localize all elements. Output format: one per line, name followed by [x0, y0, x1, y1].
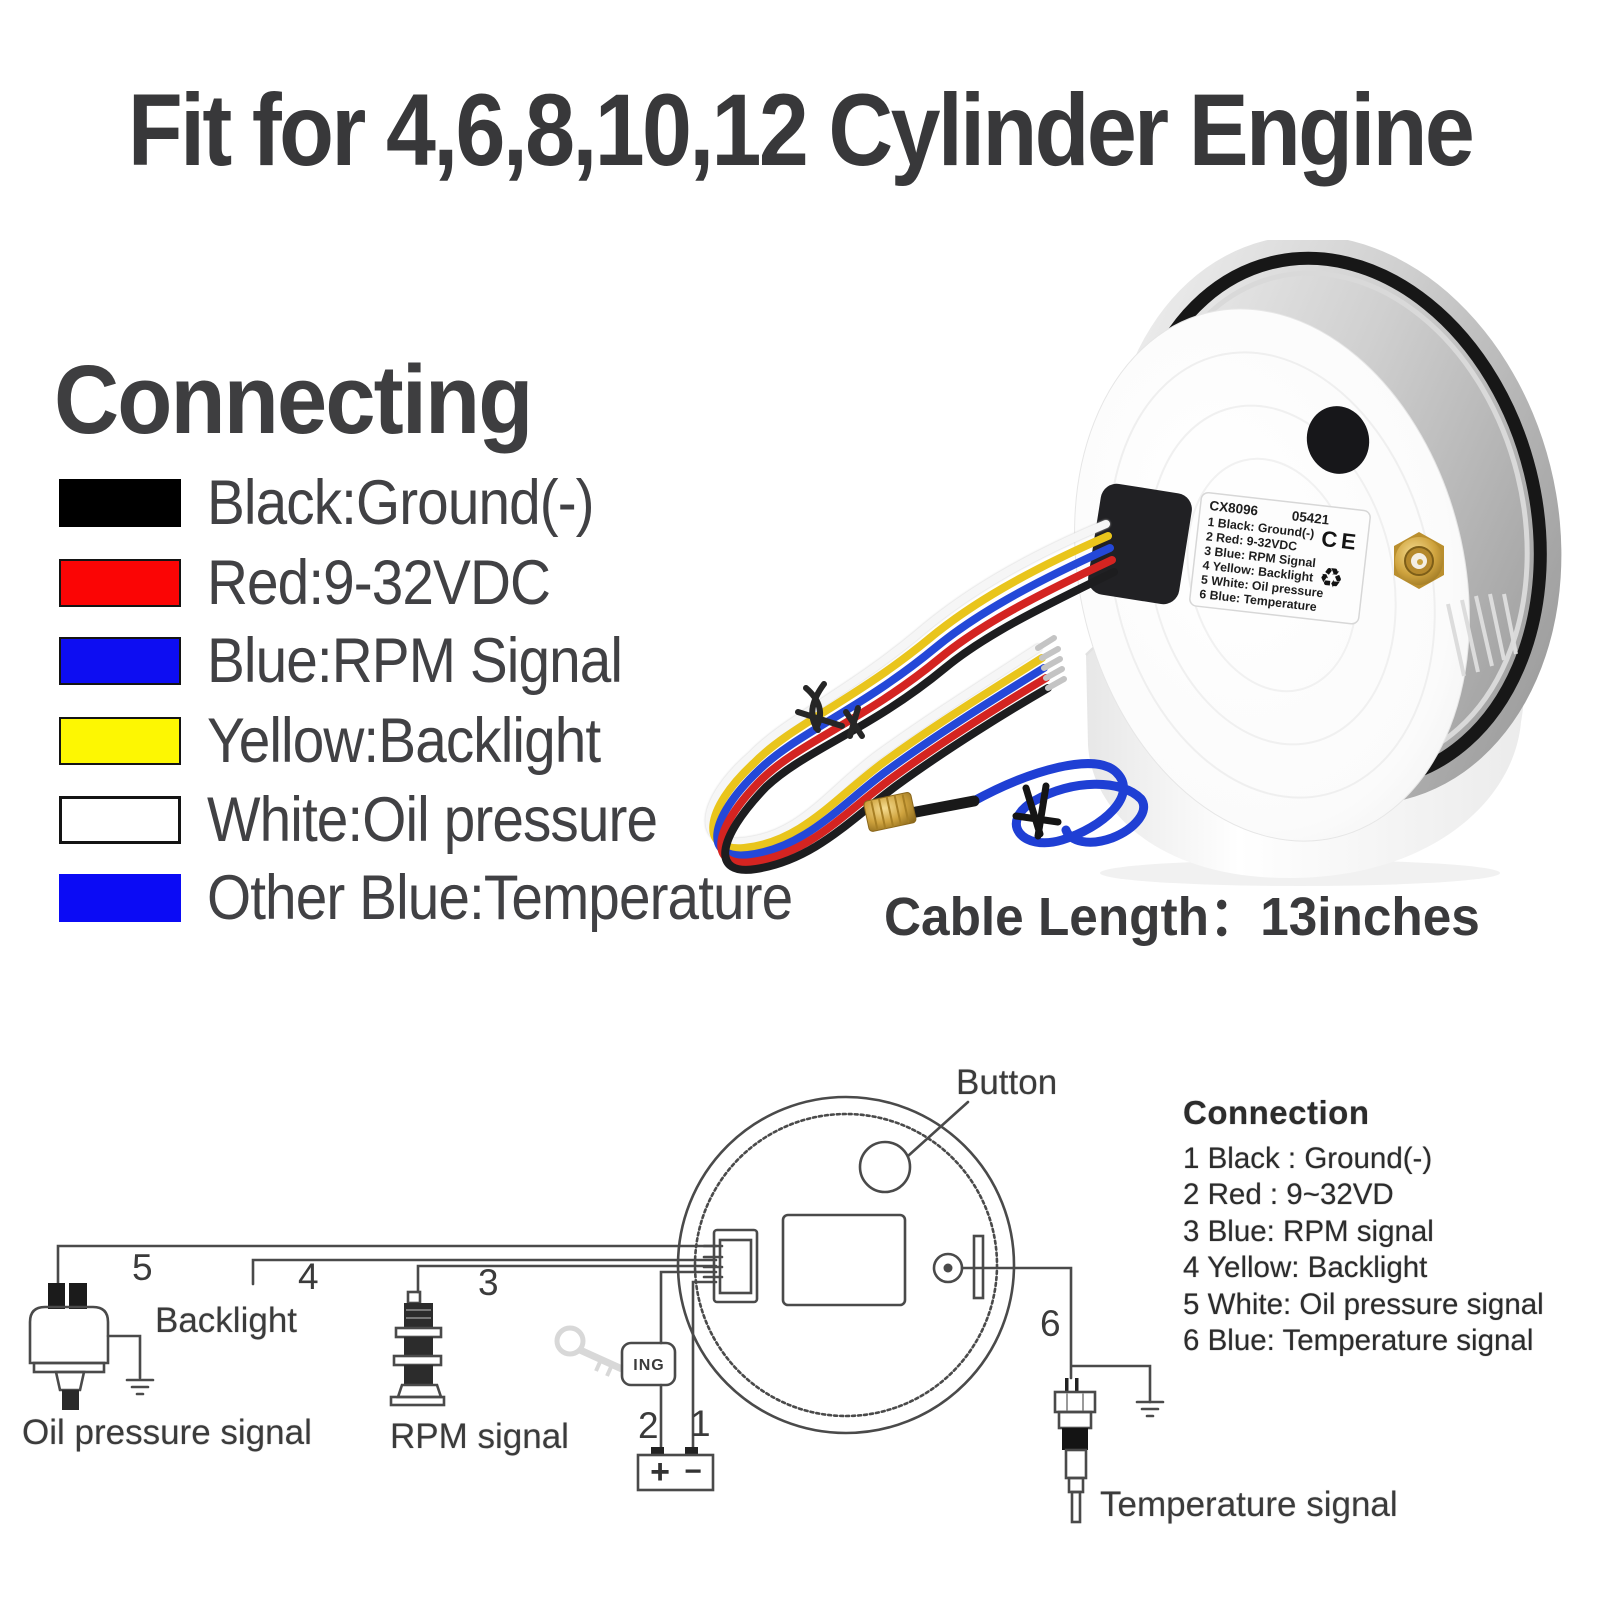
- ground-wire: [106, 1334, 142, 1380]
- wire-number-4: 4: [298, 1256, 319, 1297]
- ing-label: ING: [633, 1357, 664, 1374]
- connection-line-2: 2 Red : 9~32VD: [1183, 1178, 1394, 1212]
- connection-line-3: 3 Blue: RPM signal: [1183, 1214, 1434, 1248]
- serial-code: 05421: [1291, 508, 1330, 527]
- sma-connector: [1394, 532, 1444, 589]
- wire-6: [960, 1266, 1152, 1404]
- wire-grommet: [1088, 483, 1192, 605]
- recycle-icon: ♻: [1317, 562, 1344, 595]
- gauge-photo: CX8096 05421 1 Black: Ground(-) 2 Red: 9…: [705, 240, 1562, 886]
- button-label: Button: [956, 1063, 1057, 1102]
- wiring-diagram: Button 5 4 3 2 1 6 Oil pre: [22, 1063, 1398, 1524]
- legend-row-red: Red:9-32VDC: [59, 548, 588, 618]
- legend-label: Red:9-32VDC: [207, 548, 551, 618]
- ignition-switch: ING: [620, 1341, 677, 1387]
- blue-wire: [713, 544, 1114, 860]
- black-swatch: [59, 479, 181, 527]
- wire-2: [659, 1270, 718, 1450]
- wire-4: [251, 1258, 718, 1286]
- battery-minus: −: [684, 1455, 702, 1488]
- rpm-label: RPM signal: [390, 1417, 569, 1456]
- battery: + −: [636, 1447, 715, 1492]
- backlight-label: Backlight: [155, 1301, 297, 1340]
- cable-length-label: Cable Length：13inches: [884, 887, 1480, 947]
- ground-icon: [125, 1378, 155, 1396]
- red-swatch: [59, 559, 181, 607]
- wire-bundle: [705, 520, 1118, 874]
- legend-label: Black:Ground(-): [207, 468, 595, 538]
- connection-list: Connection 1 Black : Ground(-) 2 Red : 9…: [1183, 1094, 1544, 1359]
- blue-cable-wire: [967, 759, 1148, 848]
- connection-line-6: 6 Blue: Temperature signal: [1183, 1324, 1534, 1358]
- oil-pressure-label: Oil pressure signal: [22, 1413, 312, 1452]
- wire-number-6: 6: [1040, 1303, 1061, 1344]
- legend-row-black: Black:Ground(-): [59, 468, 637, 538]
- spec-label: CX8096 05421 1 Black: Ground(-) 2 Red: 9…: [1189, 491, 1371, 625]
- wire-3: [416, 1264, 718, 1294]
- temperature-sensor: [1053, 1378, 1165, 1524]
- ce-mark-icon: CE: [1320, 526, 1361, 555]
- sma-cable: [863, 759, 1148, 848]
- terminal-circle: [932, 1252, 964, 1284]
- other-blue-swatch: [59, 874, 181, 922]
- legend-label: Blue:RPM Signal: [207, 626, 623, 696]
- sma-male-connector: [863, 792, 917, 832]
- cable-sleeve: [910, 795, 980, 818]
- connecting-heading: Connecting: [54, 345, 533, 454]
- wire-tips: [1035, 635, 1067, 691]
- white-wire: [705, 520, 1110, 847]
- oil-pressure-sensor: [28, 1283, 155, 1410]
- connection-line-1: 1 Black : Ground(-): [1183, 1142, 1433, 1175]
- battery-plus: +: [650, 1453, 670, 1491]
- wire-number-5: 5: [132, 1247, 153, 1288]
- rpm-sensor: [389, 1290, 446, 1407]
- button-circle: [858, 1140, 912, 1194]
- wires: [56, 1244, 1152, 1450]
- temperature-label: Temperature signal: [1100, 1485, 1398, 1524]
- wire-1: [691, 1280, 718, 1450]
- back-button-cover: [1306, 406, 1370, 474]
- wire-number-2: 2: [638, 1405, 659, 1446]
- button-pointer-line: [906, 1100, 970, 1158]
- model-number: CX8096: [1209, 498, 1260, 518]
- page-title: Fit for 4,6,8,10,12 Cylinder Engine: [127, 73, 1475, 187]
- yellow-swatch: [59, 717, 181, 765]
- red-wire: [717, 556, 1116, 867]
- key-icon: [554, 1325, 624, 1377]
- wire-number-3: 3: [478, 1262, 499, 1303]
- legend-label: Yellow:Backlight: [207, 706, 601, 776]
- cable-tie: [1012, 782, 1062, 840]
- legend-row-blue: Blue:RPM Signal: [59, 626, 668, 696]
- gauge-outline: [676, 1095, 1016, 1435]
- cable-tie: [795, 681, 865, 739]
- connection-line-5: 5 White: Oil pressure signal: [1183, 1287, 1544, 1321]
- wire-5: [56, 1244, 718, 1286]
- ground-icon: [1135, 1400, 1165, 1418]
- black-wire: [721, 568, 1118, 874]
- white-swatch: [59, 796, 181, 844]
- connection-heading: Connection: [1183, 1094, 1370, 1131]
- yellow-wire: [709, 532, 1112, 853]
- thread-texture: [1446, 593, 1518, 677]
- wire-number-1: 1: [690, 1403, 711, 1444]
- legend-row-yellow: Yellow:Backlight: [59, 706, 644, 776]
- legend-label: White:Oil pressure: [207, 785, 658, 855]
- blue-swatch: [59, 637, 181, 685]
- display-window: [781, 1213, 907, 1307]
- legend-row-white: White:Oil pressure: [59, 785, 707, 855]
- connection-line-4: 4 Yellow: Backlight: [1183, 1251, 1428, 1285]
